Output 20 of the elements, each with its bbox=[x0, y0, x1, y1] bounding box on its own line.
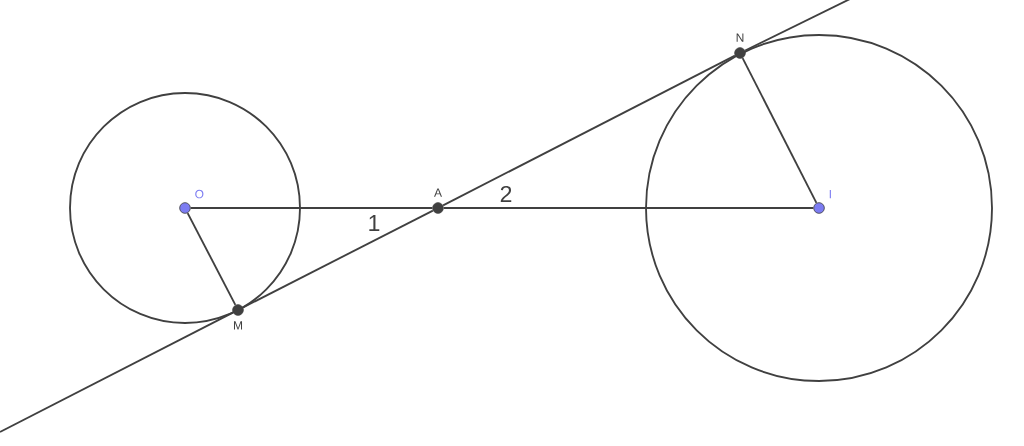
line-segment bbox=[186, 212, 237, 306]
angle-label: 2 bbox=[500, 185, 512, 203]
point: N bbox=[734, 33, 746, 59]
point: O bbox=[179, 189, 204, 214]
angle-label: 1 bbox=[369, 215, 380, 231]
point: M bbox=[232, 304, 244, 330]
node-label: N bbox=[736, 33, 744, 42]
line-segment bbox=[442, 54, 736, 207]
line-segment bbox=[744, 0, 851, 52]
point: A bbox=[432, 188, 444, 214]
node-label: M bbox=[233, 321, 243, 330]
point: I bbox=[813, 190, 831, 214]
line-segment bbox=[442, 207, 815, 209]
node-label: A bbox=[434, 188, 442, 197]
line-segment bbox=[189, 207, 434, 209]
node-label: O bbox=[195, 189, 204, 199]
line-segment bbox=[0, 311, 234, 433]
line-segment bbox=[741, 57, 818, 204]
node-label: I bbox=[829, 190, 831, 199]
line-segment bbox=[242, 209, 434, 309]
